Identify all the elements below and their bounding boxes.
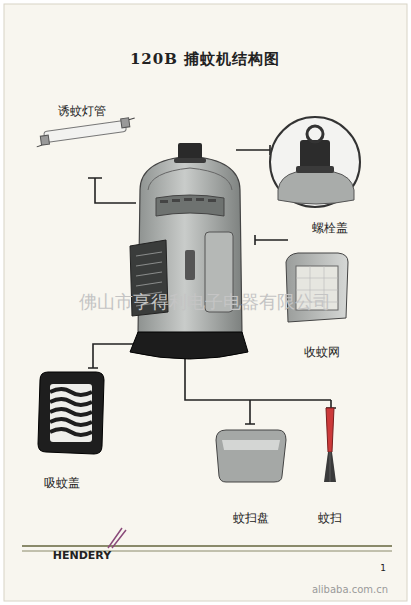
footer-rule [22, 528, 392, 551]
suction-cover [38, 372, 104, 454]
part-label: 蚊扫 [318, 510, 342, 527]
page-number: 1 [380, 563, 386, 573]
brush-tray [216, 430, 286, 482]
logo-text: HENDERY [53, 549, 111, 562]
part-label: 螺栓盖 [312, 220, 348, 237]
title: 120B 捕蚊机结构图 [130, 50, 280, 69]
page-ground [4, 4, 407, 601]
part-label: 蚊扫盘 [233, 510, 269, 527]
brush [324, 408, 336, 482]
part-label: 收蚊网 [304, 344, 340, 361]
watermark: 佛山市亨得利电子电器有限公司 [79, 290, 331, 314]
watermark: alibaba.com.cn [312, 584, 388, 595]
mosquito-trap [130, 143, 248, 359]
lamp-tube [37, 118, 135, 147]
bolt-cap [270, 117, 360, 207]
part-label: 诱蚊灯管 [58, 103, 106, 120]
part-label: 吸蚊盖 [44, 475, 80, 492]
